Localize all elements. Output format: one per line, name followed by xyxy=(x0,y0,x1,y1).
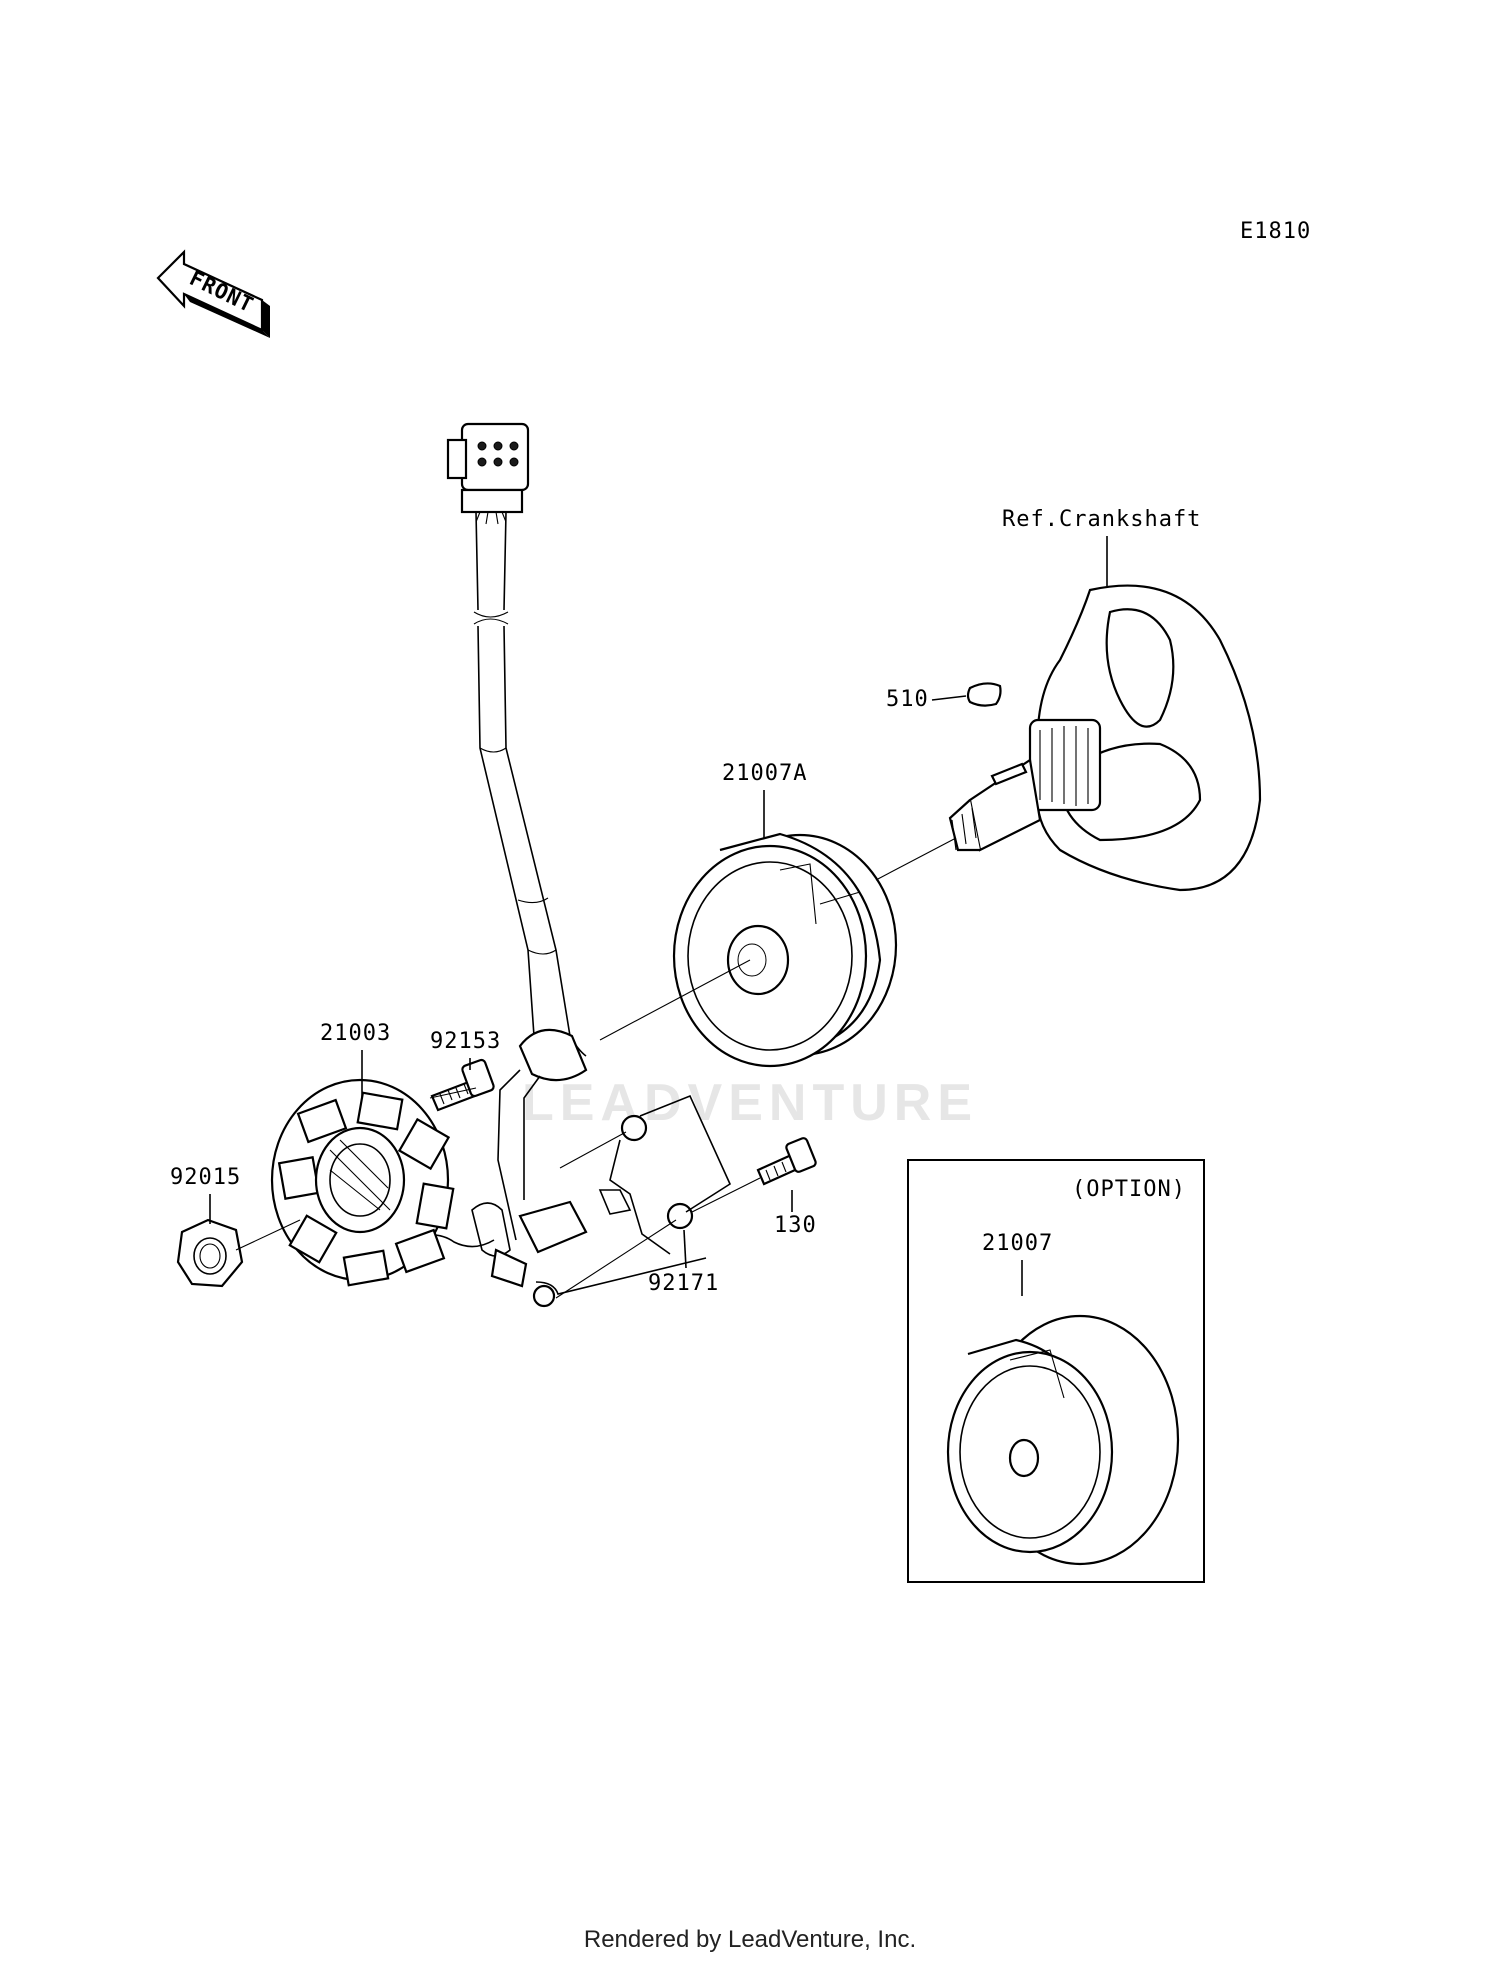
diagram-id: E1810 xyxy=(1240,219,1311,244)
watermark-text: LEADVENTURE xyxy=(522,1074,978,1132)
bolt-92153-part xyxy=(430,1058,495,1112)
flywheel-21007a-part xyxy=(672,832,898,1068)
wiring-harness xyxy=(419,422,707,1308)
front-arrow-icon: FRONT xyxy=(156,249,270,338)
axis-line-2 xyxy=(599,959,751,1041)
label-92015: 92015 xyxy=(170,1165,241,1190)
option-box-title: (OPTION) xyxy=(1072,1177,1186,1202)
nut-92015-part xyxy=(176,1218,244,1288)
label-130: 130 xyxy=(774,1213,817,1238)
label-21007: 21007 xyxy=(982,1231,1053,1256)
label-21003: 21003 xyxy=(320,1021,391,1046)
stator-part xyxy=(270,1078,455,1287)
bolt-130-part xyxy=(756,1137,817,1186)
axis-line-5 xyxy=(559,1131,627,1169)
label-ref-crankshaft: Ref.Crankshaft xyxy=(1002,507,1201,532)
footer-credit: Rendered by LeadVenture, Inc. xyxy=(583,1926,917,1953)
label-21007a: 21007A xyxy=(722,761,807,786)
axis-line-6 xyxy=(555,1219,677,1299)
label-92153: 92153 xyxy=(430,1029,501,1054)
label-510: 510 xyxy=(886,687,929,712)
pickup-bracket-part xyxy=(598,1114,694,1255)
label-92171: 92171 xyxy=(648,1271,719,1296)
crankshaft-part xyxy=(948,584,1262,892)
axis-line-4 xyxy=(429,1087,477,1099)
axis-line xyxy=(875,837,957,881)
axis-line-3 xyxy=(235,1219,301,1251)
key-510-part xyxy=(966,682,1002,707)
option-box: (OPTION) 21007 xyxy=(907,1159,1205,1583)
axis-line-7 xyxy=(691,1177,761,1213)
